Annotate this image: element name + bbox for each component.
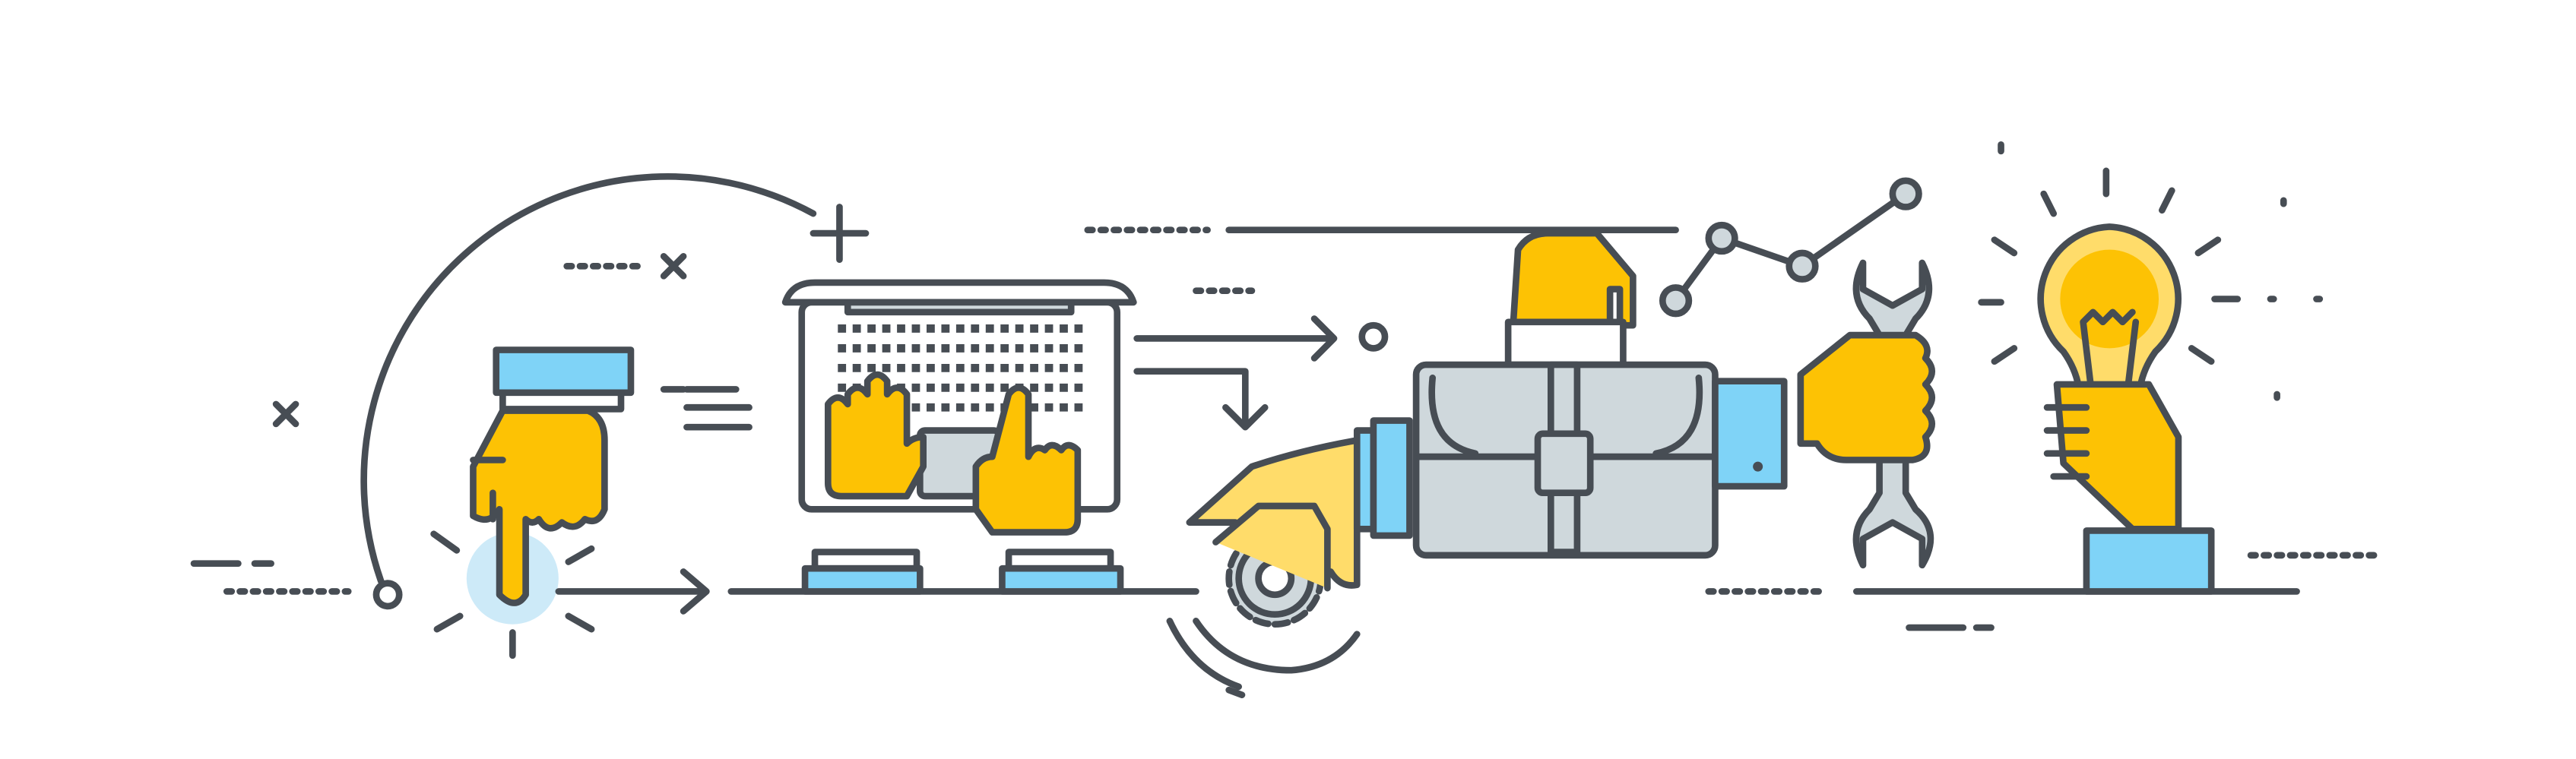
arc-path	[360, 172, 817, 610]
illustration-shape	[1978, 141, 2324, 401]
illustration-shape	[999, 565, 1124, 595]
illustration-shape	[1370, 417, 1413, 539]
illustration-shape	[1534, 430, 1594, 497]
pointing-hand	[430, 346, 753, 659]
illustration-shape	[972, 384, 1082, 536]
illustration-shape	[499, 389, 625, 413]
illustration-shape	[660, 253, 687, 280]
illustration-shape	[493, 346, 635, 397]
laptop	[781, 279, 1137, 595]
graph-nodes	[1659, 177, 1922, 318]
illustration-shape	[372, 580, 403, 610]
illustration-shape	[801, 565, 924, 595]
illustration-shape	[1797, 331, 1936, 463]
illustration-shape	[1672, 190, 1909, 305]
illustration-shape	[844, 299, 1075, 316]
illustration-shape	[824, 371, 927, 500]
illustration-shape	[2083, 527, 2215, 595]
illustration-shape	[1753, 461, 1763, 472]
keyboard-keys	[838, 324, 1088, 412]
cross-marks	[272, 204, 870, 428]
illustration-shape	[1358, 321, 1389, 352]
illustration-shape	[360, 172, 817, 585]
wrench-hand	[1753, 259, 1936, 569]
illustration-shape	[1166, 618, 1361, 698]
illustration-shape	[660, 386, 753, 431]
flow-arrows	[1133, 315, 1389, 431]
gear-hand	[1166, 417, 1413, 698]
illustration-shape	[781, 279, 1137, 306]
illustration-shape	[1659, 284, 1693, 318]
illustration-shape	[810, 204, 870, 263]
illustration-shape	[1712, 378, 1788, 490]
illustration-shape	[2043, 403, 2090, 480]
illustration-shape	[470, 407, 608, 606]
illustration-shape	[1785, 249, 1819, 283]
lightbulb-hand	[1978, 141, 2324, 595]
illustration-shape	[555, 568, 710, 615]
illustration-shape	[430, 530, 595, 659]
illustration-shape	[1133, 368, 1269, 431]
illustration-shape	[470, 457, 506, 523]
illustration-shape	[1212, 502, 1331, 592]
illustration-shape	[1504, 318, 1627, 368]
illustration-shape	[1889, 177, 1922, 210]
illustration-shape	[1133, 315, 1338, 362]
illustration-shape	[272, 400, 299, 428]
illustration-shape	[2060, 249, 2159, 349]
briefcase	[1412, 229, 1788, 559]
illustration-shape	[1705, 221, 1738, 255]
